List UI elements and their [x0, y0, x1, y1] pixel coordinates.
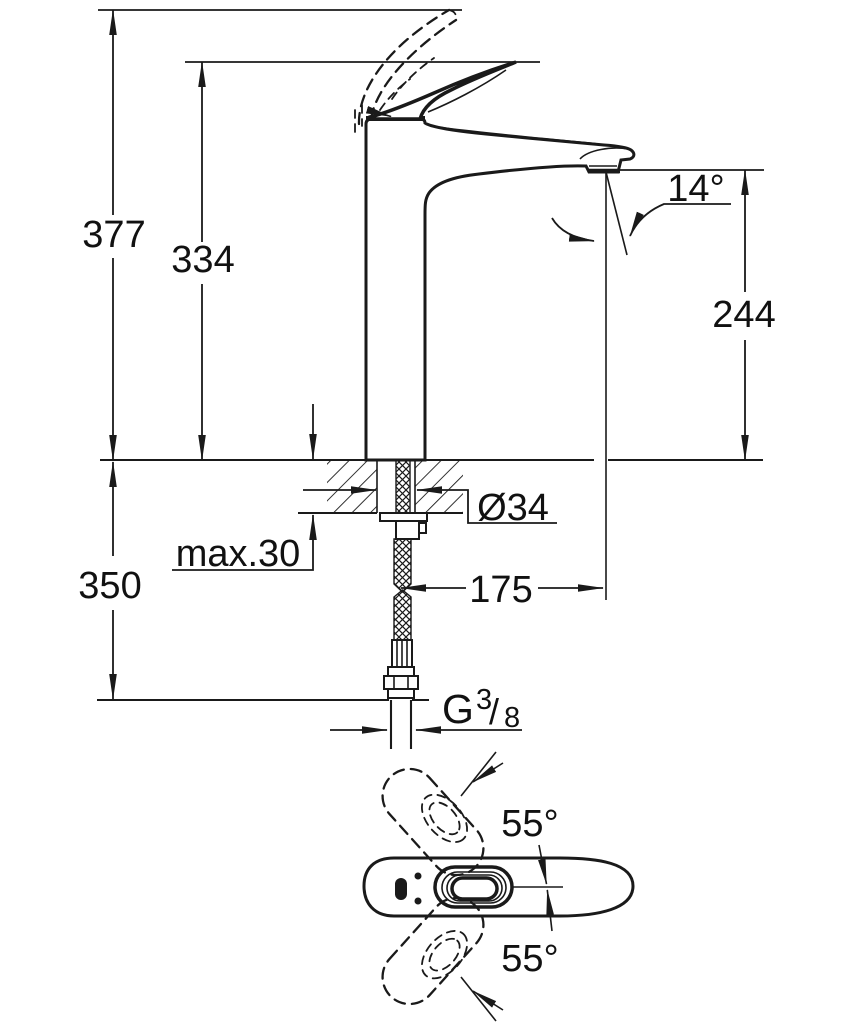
swivel-up-window-dash-outer	[421, 793, 469, 843]
crimp-sleeve-ridges	[396, 641, 408, 666]
handle-dot-bottom	[414, 897, 422, 905]
countertop-section	[298, 460, 463, 515]
counter-hatch-left	[327, 461, 377, 512]
dim-377-label: 377	[82, 214, 145, 256]
flex-hose-lower	[393, 589, 412, 641]
dim-350-label: 350	[78, 565, 141, 607]
mounting-hole-walls	[376, 460, 416, 513]
dimension-dia34: Ø34	[303, 486, 557, 529]
raised-handle-tip-dash	[448, 9, 458, 21]
angle-55-top-label: 55°	[501, 803, 558, 845]
lever-handle-raised-dashed	[354, 8, 458, 134]
swivel-down-vertex-arrow	[546, 889, 554, 932]
raised-handle-detail-dash-1	[391, 57, 435, 100]
swivel-up-vertex-arrow	[538, 844, 548, 885]
swivel-up-arc-arrow	[472, 762, 504, 783]
cartridge-window-ring-2	[446, 874, 503, 902]
thread-letter: G	[442, 686, 474, 732]
swivel-up-window-dash-inner	[428, 801, 461, 836]
dim-175-label: 175	[469, 569, 532, 611]
thread-slash: /	[489, 691, 499, 732]
handle-dot-top	[414, 872, 422, 880]
thread-denominator: 8	[504, 702, 520, 734]
swivel-down-window-dash-outer	[421, 930, 469, 980]
spout-head-detail	[579, 147, 629, 160]
cartridge-window-ring-1	[441, 871, 507, 904]
faucet-side	[364, 60, 636, 462]
mounting-washer	[379, 512, 428, 522]
raised-handle-outer-dash	[357, 8, 451, 126]
dim-14-arc-arrow	[551, 217, 595, 242]
side-view: 377 334 244 350 max.30	[78, 8, 776, 749]
swivel-down-extension-line	[460, 976, 497, 1022]
counter-hatch-right	[415, 461, 463, 512]
hose-nut-hex	[383, 675, 419, 690]
dimension-max30: max.30	[172, 404, 317, 575]
dimension-350: 350	[78, 461, 142, 700]
mounting-nut	[395, 520, 420, 540]
hose-nut-collar	[387, 688, 415, 699]
dimension-334: 334	[171, 61, 235, 461]
raised-handle-front-dash	[354, 104, 363, 134]
dim-14-leader	[629, 203, 731, 237]
angle-55-bottom-label: 55°	[501, 938, 558, 980]
dim-dia34-label: Ø34	[477, 487, 549, 529]
dimension-175: 175	[400, 569, 604, 611]
supply-connection	[379, 459, 428, 749]
top-view: 55° 55°	[362, 751, 635, 1022]
swivel-down-window-dash-inner	[428, 937, 461, 972]
swivel-up-extension-line	[460, 751, 497, 797]
cartridge-window-inner	[450, 876, 499, 901]
spout-parting-line	[429, 125, 599, 145]
thread-numerator: 3	[476, 684, 492, 716]
lever-handle-side	[368, 60, 517, 121]
raised-handle-detail-dash-2	[379, 78, 411, 111]
dimension-thread: G 3 / 8	[330, 684, 522, 734]
dimension-angle55-bottom: 55°	[460, 889, 559, 1022]
hose-nut-top	[387, 666, 415, 677]
dim-max30-label: max.30	[176, 533, 301, 575]
dim-244-label: 244	[712, 294, 775, 336]
threaded-shank	[395, 459, 411, 514]
handle-marker-pill	[395, 878, 407, 900]
swivel-down-outline-dash	[381, 896, 485, 1006]
dim-max30-up-arrow-leader	[172, 514, 317, 571]
lever-inner-line	[427, 69, 507, 113]
raised-handle-inner-dash	[369, 18, 458, 121]
dim-14-label: 14°	[667, 168, 724, 210]
handle-swivel-down-dashed	[381, 896, 485, 1006]
handle-swivel-up-dashed	[381, 767, 485, 877]
dimension-angle55-top: 55°	[460, 751, 559, 885]
dim-334-label: 334	[171, 239, 234, 281]
spout-angle-slant-line	[605, 171, 628, 256]
connection-pipe	[389, 700, 413, 749]
hose-nut-facets	[393, 676, 409, 689]
dimension-244: 244	[712, 169, 776, 461]
dimension-377: 377	[82, 9, 146, 461]
reference-lines	[97, 9, 764, 702]
dimension-angle14: 14°	[551, 168, 731, 242]
flex-hose-upper	[393, 538, 412, 593]
swivel-down-arc-arrow	[472, 990, 504, 1011]
